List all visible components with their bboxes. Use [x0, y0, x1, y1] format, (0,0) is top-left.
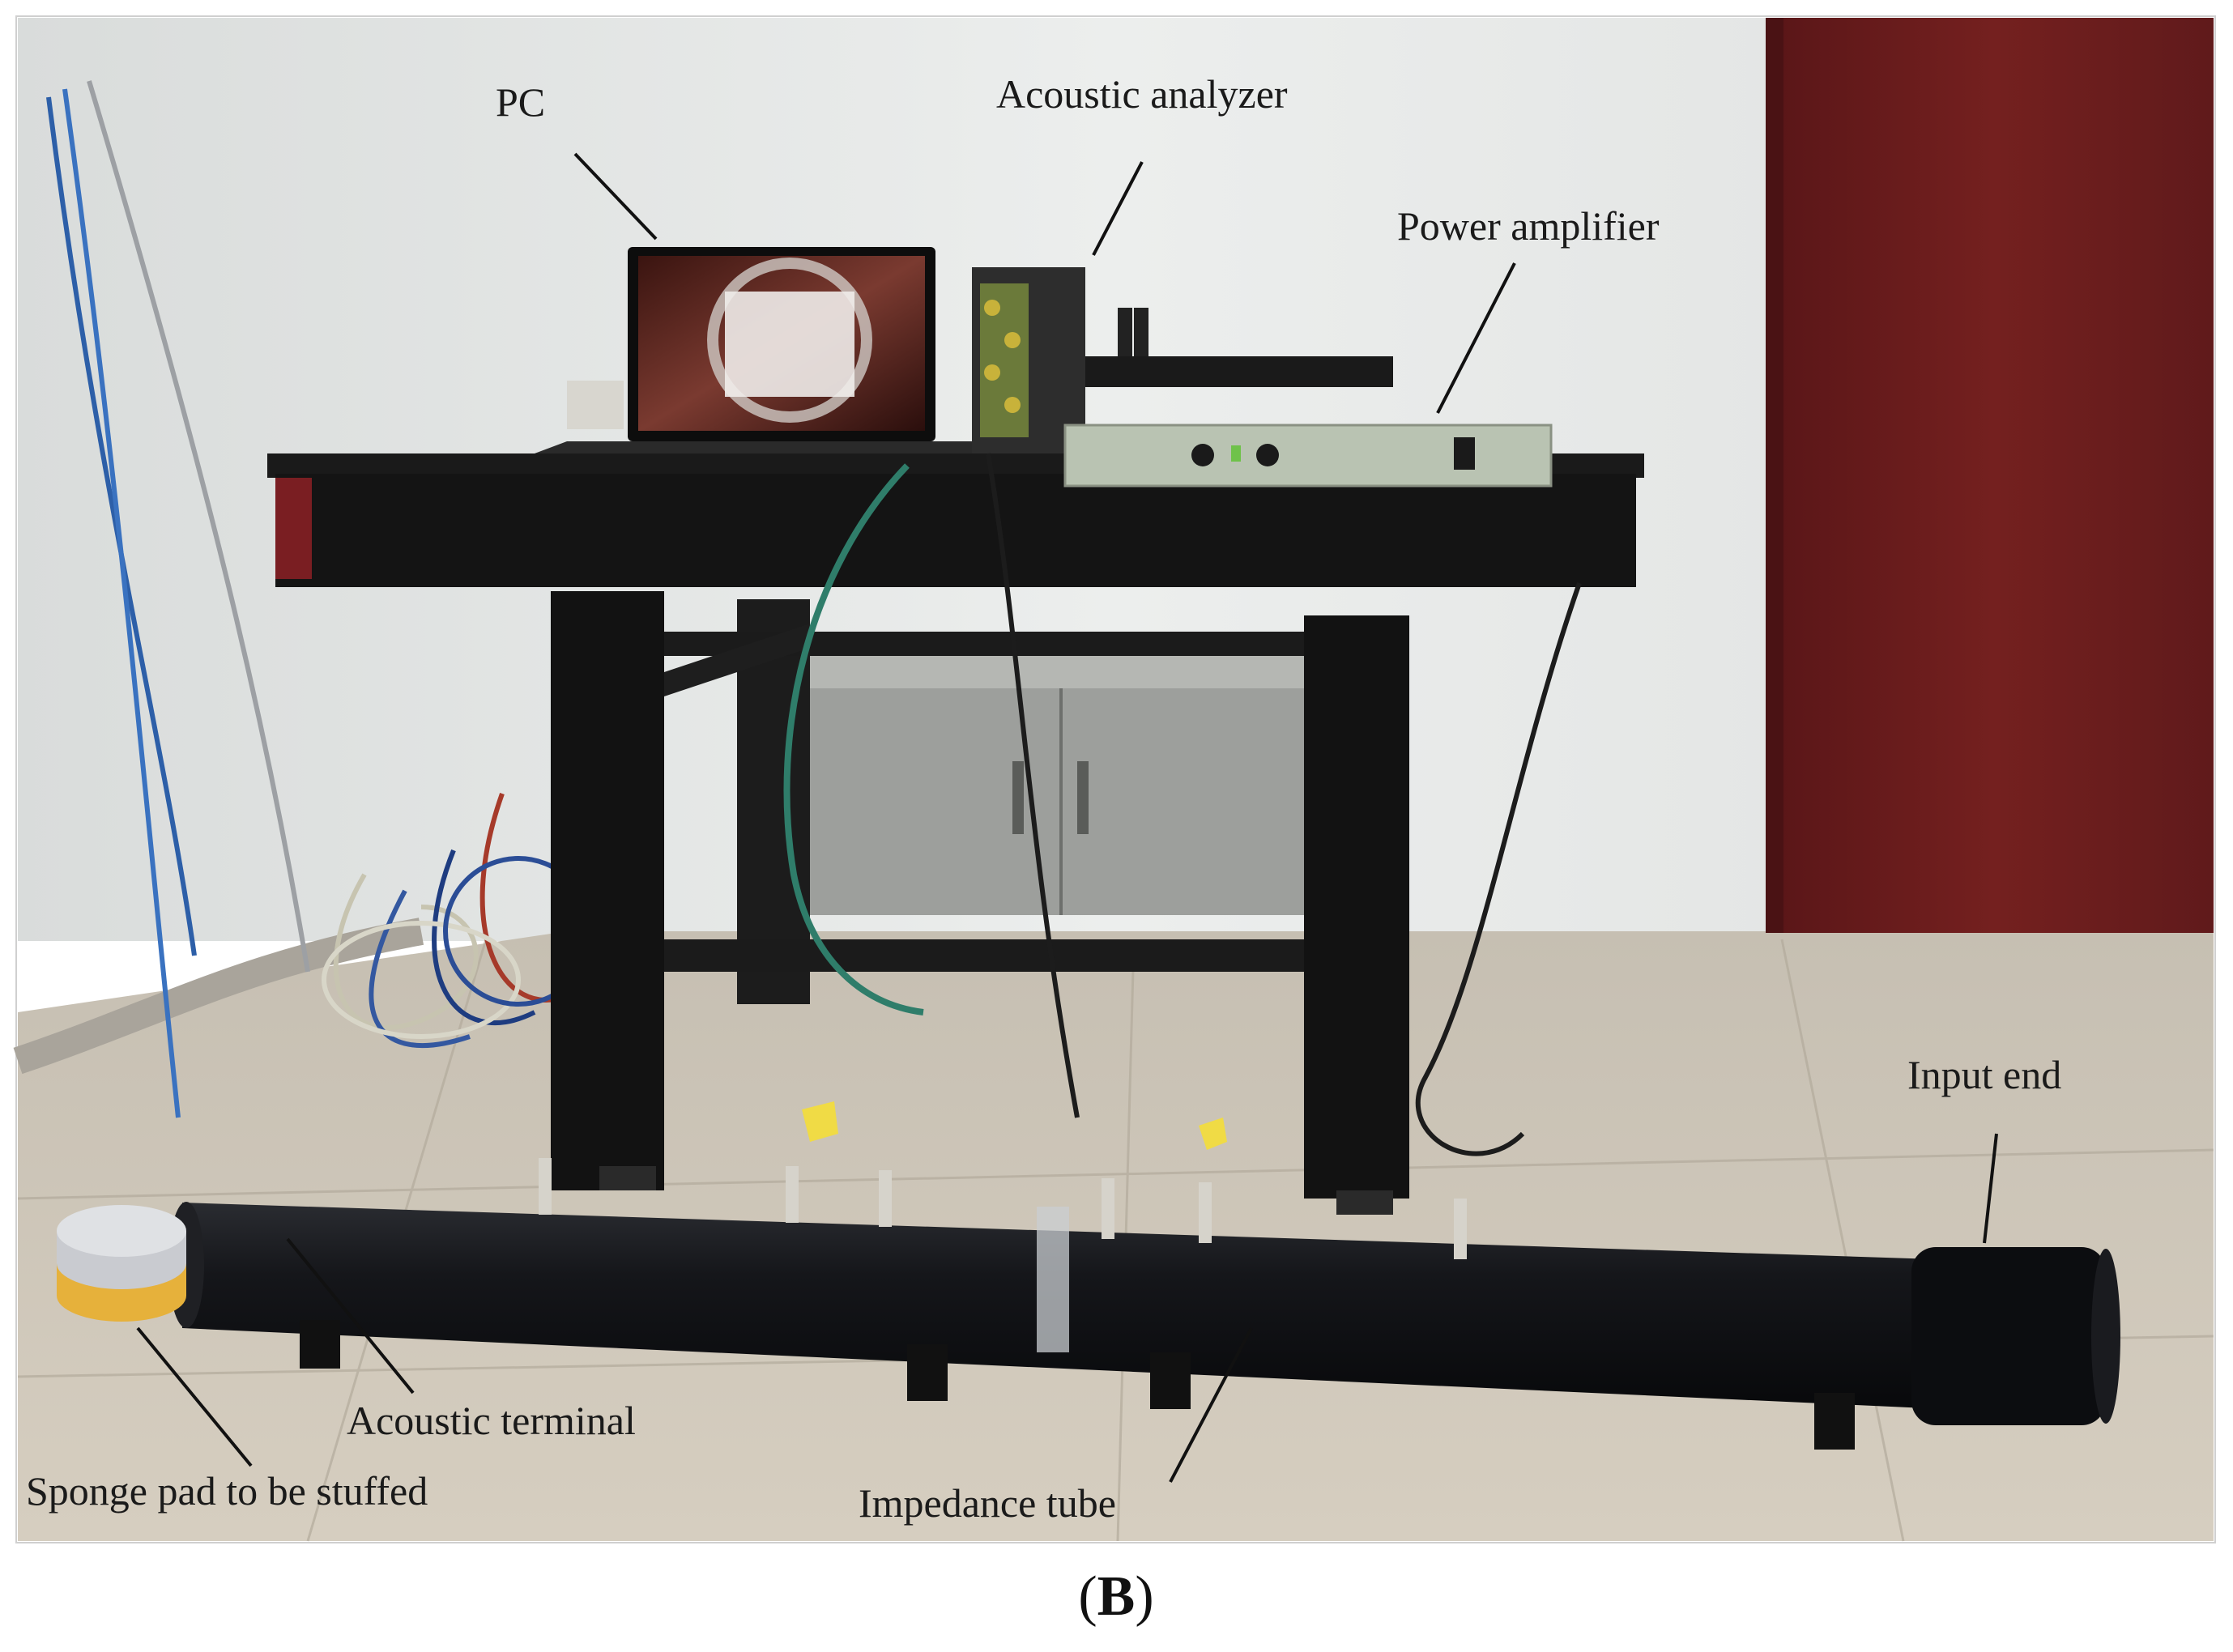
caption-open: (	[1078, 1565, 1097, 1628]
leader-sponge-pad	[136, 1326, 253, 1467]
green-cable	[783, 463, 924, 1015]
label-acoustic-terminal: Acoustic terminal	[347, 1398, 636, 1443]
table-slab	[275, 474, 1636, 587]
label-sponge-pad: Sponge pad to be stuffed	[26, 1468, 428, 1514]
label-impedance-tube: Impedance tube	[859, 1480, 1116, 1526]
caption-close: )	[1135, 1565, 1153, 1628]
tube-input-end	[1911, 1247, 2106, 1425]
labels: PC Acoustic analyzer Power amplifier Inp…	[26, 71, 2061, 1526]
power-amplifier-device	[1063, 424, 1553, 488]
leader-power-amplifier	[1436, 262, 1516, 414]
label-acoustic-analyzer: Acoustic analyzer	[996, 71, 1288, 117]
floor-pipe	[13, 918, 424, 1075]
acoustic-analyzer-device	[972, 267, 1393, 453]
photo	[13, 15, 2216, 1543]
label-power-amplifier: Power amplifier	[1397, 203, 1660, 249]
laptop-base	[535, 441, 1045, 453]
table-leg-left	[551, 591, 664, 1190]
tube-mic-ports	[539, 1158, 1467, 1259]
cable-bundle	[46, 80, 594, 1118]
leader-impedance-tube	[1169, 1327, 1253, 1483]
sponge-pad-stack	[57, 1205, 186, 1322]
optical-table	[267, 453, 1644, 1215]
figure-caption: (B)	[1078, 1565, 1153, 1628]
leader-lines	[136, 152, 1998, 1483]
label-input-end: Input end	[1907, 1052, 2061, 1097]
leader-input-end	[1983, 1133, 1998, 1244]
leader-pc	[573, 152, 658, 241]
door-frame	[1766, 18, 1783, 933]
label-pc: PC	[496, 79, 545, 125]
impedance-tube-device	[168, 1101, 2120, 1450]
leader-acoustic-analyzer	[1092, 161, 1144, 256]
tube-tags	[802, 1101, 1227, 1150]
door	[1774, 18, 2214, 933]
caption-letter: B	[1097, 1565, 1136, 1628]
laptop	[535, 247, 1045, 453]
table-leg-right	[1304, 615, 1409, 1199]
leader-acoustic-terminal	[286, 1237, 415, 1394]
